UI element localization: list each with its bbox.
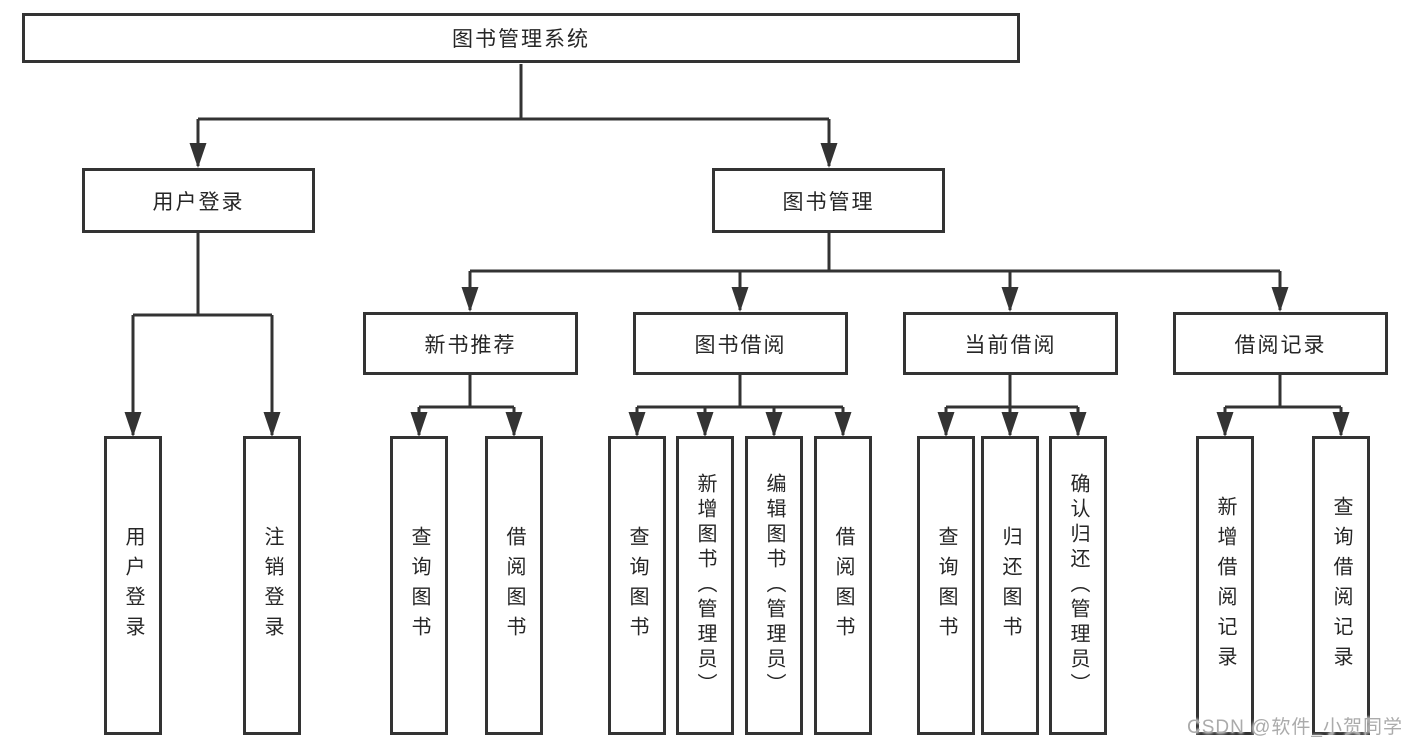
leaf-return-books: 归还图书 — [981, 436, 1039, 735]
node-user-login: 用户登录 — [82, 168, 315, 233]
node-book-borrowing: 图书借阅 — [633, 312, 848, 375]
leaf-query-books: 查询图书 — [390, 436, 448, 735]
leaf-query-books: 查询图书 — [917, 436, 975, 735]
node-library-management-system: 图书管理系统 — [22, 13, 1020, 63]
node-current-borrowing: 当前借阅 — [903, 312, 1118, 375]
arrowheads — [124, 143, 1350, 437]
leaf-edit-book-admin: 编辑图书（管理员） — [745, 436, 803, 735]
node-borrowing-records: 借阅记录 — [1173, 312, 1388, 375]
leaf-user-login: 用户登录 — [104, 436, 162, 735]
leaf-logout-login: 注销登录 — [243, 436, 301, 735]
leaf-add-book-admin: 新增图书（管理员） — [676, 436, 734, 735]
watermark: CSDN @软件_小贺同学 — [1187, 717, 1403, 738]
leaf-add-borrow-record: 新增借阅记录 — [1196, 436, 1254, 735]
leaf-borrow-books: 借阅图书 — [485, 436, 543, 735]
node-new-book-recommendation: 新书推荐 — [363, 312, 578, 375]
node-book-management: 图书管理 — [712, 168, 945, 233]
leaf-query-books: 查询图书 — [608, 436, 666, 735]
leaf-query-borrow-record: 查询借阅记录 — [1312, 436, 1370, 735]
leaf-confirm-return-admin: 确认归还（管理员） — [1049, 436, 1107, 735]
leaf-borrow-books: 借阅图书 — [814, 436, 872, 735]
